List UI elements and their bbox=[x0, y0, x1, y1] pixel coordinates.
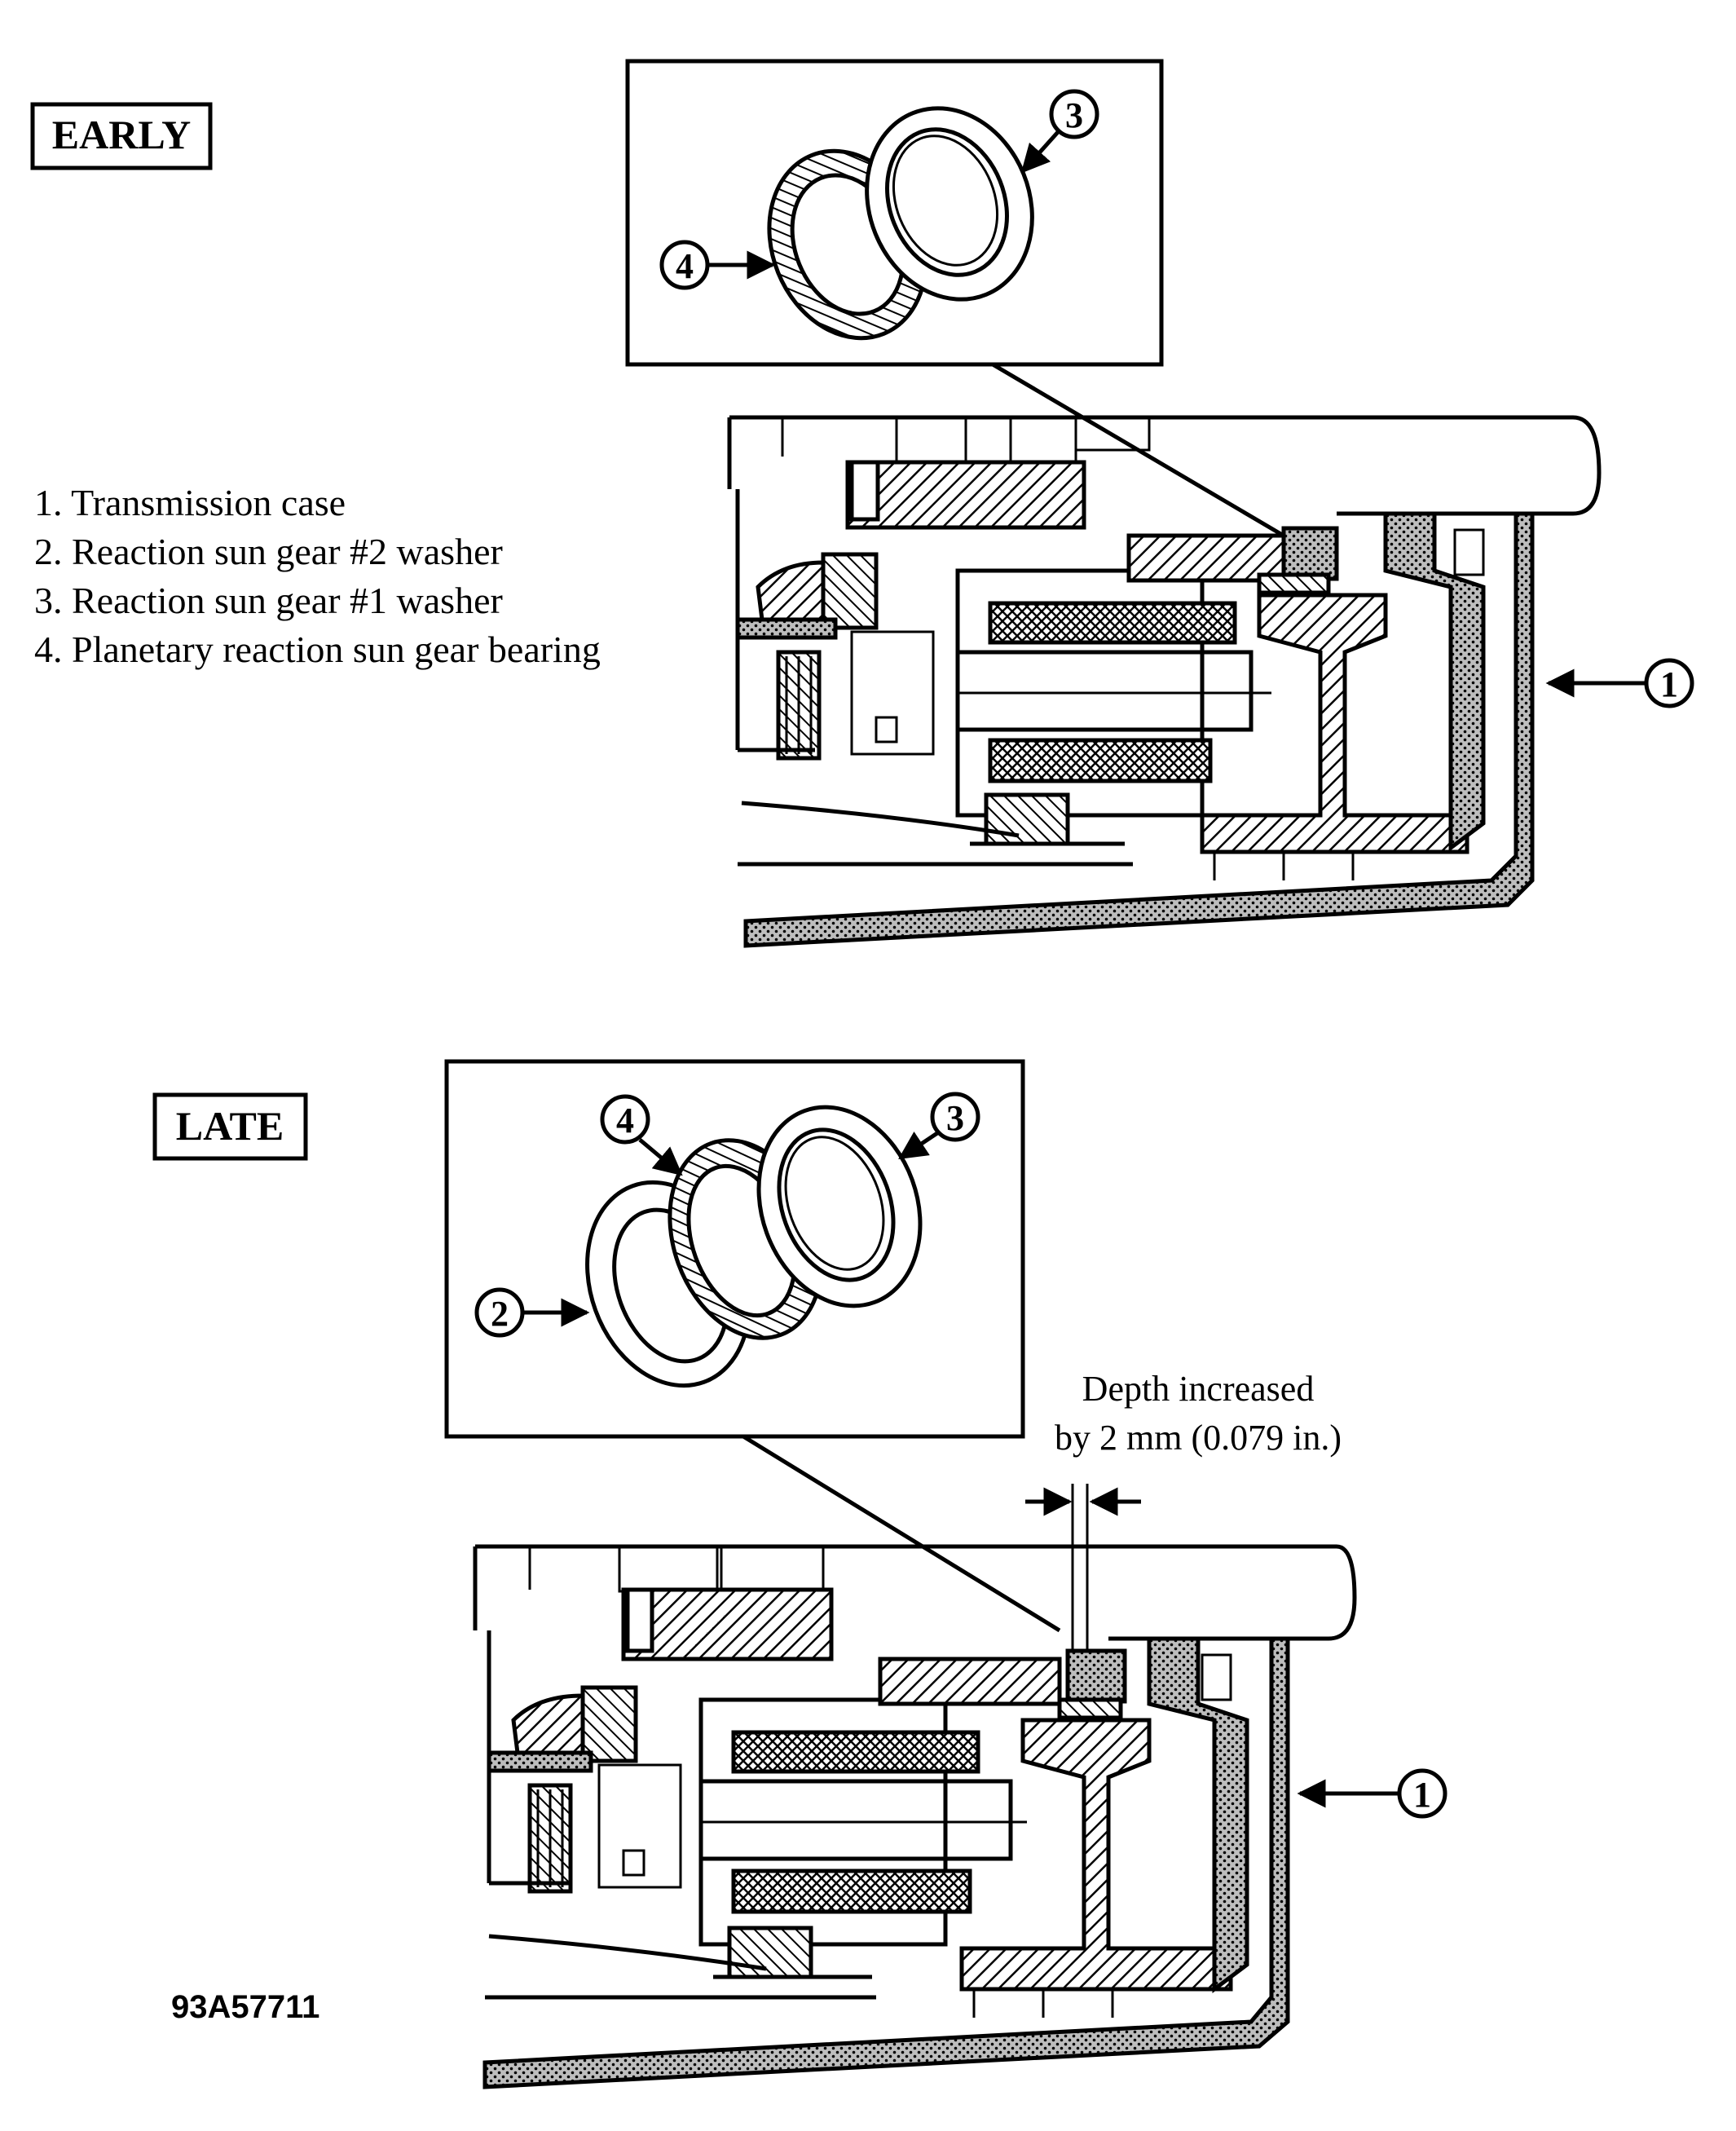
svg-text:1: 1 bbox=[1660, 664, 1678, 704]
svg-text:4: 4 bbox=[676, 246, 694, 286]
early-washer-1 bbox=[865, 106, 1034, 302]
early-detail-inset: 4 3 bbox=[625, 59, 1164, 367]
svg-text:4: 4 bbox=[616, 1101, 634, 1141]
late-label-box: LATE bbox=[152, 1092, 308, 1161]
svg-text:1: 1 bbox=[1413, 1775, 1431, 1815]
early-callout-4: 4 bbox=[659, 240, 776, 290]
late-detail-leader bbox=[742, 1434, 1061, 1633]
depth-note: Depth increased by 2 mm (0.079 in.) bbox=[1025, 1369, 1342, 1655]
figure-id: 93A57711 bbox=[171, 1989, 319, 2025]
legend-item-4: 4. Planetary reaction sun gear bearing bbox=[34, 629, 601, 670]
depth-note-line2: by 2 mm (0.079 in.) bbox=[1055, 1418, 1342, 1458]
late-callout-4: 4 bbox=[600, 1094, 683, 1176]
early-label-box: EARLY bbox=[30, 102, 213, 170]
early-section: EARLY 1. Transmission case 2. Reaction s… bbox=[30, 59, 1694, 948]
late-washer-1 bbox=[756, 1105, 923, 1308]
legend-item-2: 2. Reaction sun gear #2 washer bbox=[34, 531, 503, 572]
parts-legend: 1. Transmission case 2. Reaction sun gea… bbox=[34, 482, 601, 670]
late-cross-section: 1 bbox=[473, 1544, 1447, 2089]
legend-item-1: 1. Transmission case bbox=[34, 482, 346, 523]
svg-text:3: 3 bbox=[946, 1098, 964, 1138]
late-detail-inset: 4 3 2 bbox=[444, 1059, 1025, 1439]
svg-text:3: 3 bbox=[1065, 95, 1083, 135]
early-callout-1: 1 bbox=[1545, 658, 1694, 708]
early-callout-3: 3 bbox=[1020, 89, 1099, 174]
early-cross-section: 1 bbox=[727, 415, 1694, 948]
late-callout-2: 2 bbox=[474, 1287, 590, 1338]
svg-text:2: 2 bbox=[491, 1294, 509, 1334]
legend-item-3: 3. Reaction sun gear #1 washer bbox=[34, 580, 503, 621]
early-label: EARLY bbox=[52, 112, 191, 157]
late-label: LATE bbox=[176, 1103, 284, 1149]
depth-note-line1: Depth increased bbox=[1082, 1369, 1315, 1409]
late-callout-3: 3 bbox=[898, 1092, 980, 1160]
late-section: LATE 4 bbox=[152, 1059, 1447, 2089]
late-callout-1: 1 bbox=[1297, 1768, 1447, 1819]
